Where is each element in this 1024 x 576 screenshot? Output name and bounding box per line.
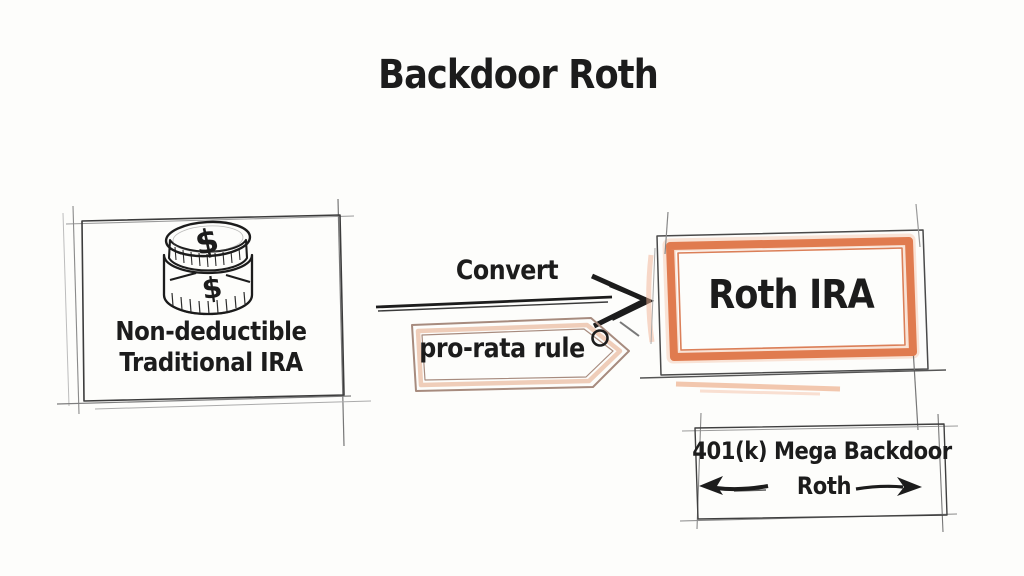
- roth-ira-box: [639, 203, 947, 431]
- coin-stack-icon: $ $: [162, 220, 254, 316]
- pro-rata-tag-shape: [411, 317, 630, 392]
- traditional-ira-box: [56, 198, 372, 447]
- roth-ira-label: Roth IRA: [708, 272, 875, 318]
- mega-backdoor-box: [679, 412, 959, 533]
- traditional-ira-label-line2: Traditional IRA: [119, 348, 303, 378]
- pro-rata-rule-label: pro-rata rule: [419, 333, 585, 364]
- mega-backdoor-label-line2: Roth: [796, 472, 852, 500]
- left-arrow-icon: [699, 476, 769, 495]
- convert-label: Convert: [455, 255, 559, 286]
- traditional-ira-label: Non-deductible Traditional IRA: [115, 317, 307, 379]
- tag-hole: [591, 329, 609, 347]
- traditional-ira-label-line1: Non-deductible: [115, 317, 307, 347]
- coin-dollar-side: $: [200, 270, 225, 306]
- diagram-title: Backdoor Roth: [378, 52, 659, 98]
- right-arrow-icon: [855, 477, 922, 496]
- mega-backdoor-label-line1: 401(k) Mega Backdoor: [692, 437, 952, 465]
